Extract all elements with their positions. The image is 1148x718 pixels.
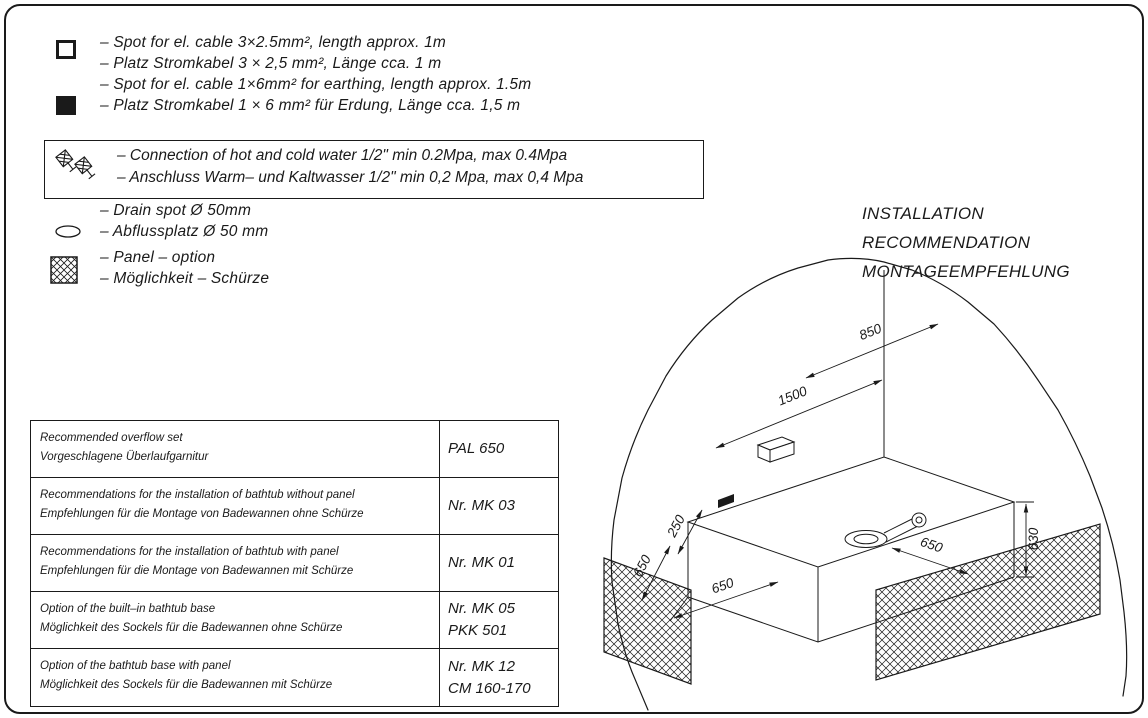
drain-spot-icon xyxy=(55,225,81,238)
dimension-label-650-bottom: 650 xyxy=(709,575,736,597)
panel-left-hatched xyxy=(603,557,692,685)
row-value: Nr. MK 12 xyxy=(448,657,515,675)
row-desc-de: Empfehlungen für die Montage von Badewan… xyxy=(40,565,354,577)
row-value: Nr. MK 01 xyxy=(448,554,515,571)
row-desc-en: Recommendations for the installation of … xyxy=(40,489,355,501)
room-sketch-outline xyxy=(610,257,1128,711)
row-value: Nr. MK 03 xyxy=(448,497,515,514)
legend-cable-black-de: – Platz Stromkabel 1 × 6 mm² für Erdung,… xyxy=(100,97,521,114)
dimension-label-250: 250 xyxy=(664,512,689,540)
row-desc-de: Möglichkeit des Sockels für die Badewann… xyxy=(40,679,333,691)
row-desc-de: Empfehlungen für die Montage von Badewan… xyxy=(40,508,364,520)
sheet-title: INSTALLATION RECOMMENDATION MONTAGEEMPFE… xyxy=(862,199,1142,286)
dimension-label-850: 850 xyxy=(857,320,884,343)
cable-spot-earthing-icon xyxy=(56,96,76,115)
row-desc-en: Recommended overflow set xyxy=(40,432,183,444)
spec-table: Recommended overflow set Vorgeschlagene … xyxy=(30,420,559,707)
installation-sheet: – Spot for el. cable 3×2.5mm², length ap… xyxy=(4,4,1144,714)
legend-cable-white-de: – Platz Stromkabel 3 × 2,5 mm², Länge cc… xyxy=(100,55,442,72)
table-row: Recommended overflow set Vorgeschlagene … xyxy=(31,421,558,478)
table-row: Option of the bathtub base with panel Mö… xyxy=(31,649,558,706)
table-row: Recommendations for the installation of … xyxy=(31,478,558,535)
water-spout-block xyxy=(756,436,796,463)
legend-cable-black-en: – Spot for el. cable 1×6mm² for earthing… xyxy=(100,76,532,93)
legend-panel-en: – Panel – option xyxy=(100,249,216,266)
row-value: Nr. MK 05 xyxy=(448,600,515,617)
water-connection-legend-box: – Connection of hot and cold water 1/2" … xyxy=(44,140,704,199)
earthing-spot-marker xyxy=(718,494,734,508)
panel-right-hatched xyxy=(875,523,1101,681)
row-value-2: CM 160-170 xyxy=(448,679,531,697)
legend-panel-de: – Möglichkeit – Schürze xyxy=(100,270,270,287)
legend-drain-de: – Abflussplatz Ø 50 mm xyxy=(100,223,269,240)
row-desc-de: Möglichkeit des Sockels für die Badewann… xyxy=(40,622,343,634)
dimension-label-1500: 1500 xyxy=(776,383,810,408)
dimension-label-650-right: 650 xyxy=(918,534,945,556)
row-desc-en: Option of the built–in bathtub base xyxy=(40,603,216,615)
legend-cable-white-en: – Spot for el. cable 3×2.5mm², length ap… xyxy=(100,34,447,51)
cable-spot-white-icon xyxy=(56,40,76,59)
sheet-title-en: INSTALLATION RECOMMENDATION xyxy=(862,204,1031,252)
legend-drain-en: – Drain spot Ø 50mm xyxy=(100,202,252,219)
dimension-lines xyxy=(641,323,1034,622)
legend-water-de: – Anschluss Warm– und Kaltwasser 1/2" mi… xyxy=(117,169,584,186)
panel-option-icon xyxy=(50,256,78,284)
row-desc-en: Recommendations for the installation of … xyxy=(40,546,339,558)
row-value: PAL 650 xyxy=(448,440,505,457)
row-desc-de: Vorgeschlagene Überlaufgarnitur xyxy=(40,451,209,463)
table-row: Recommendations for the installation of … xyxy=(31,535,558,592)
dimension-label-630: 630 xyxy=(1026,527,1041,550)
table-row: Option of the built–in bathtub base Mögl… xyxy=(31,592,558,649)
legend-water-en: – Connection of hot and cold water 1/2" … xyxy=(117,147,568,164)
water-valves-icon xyxy=(55,149,96,180)
row-desc-en: Option of the bathtub base with panel xyxy=(40,660,231,672)
sheet-title-de: MONTAGEEMPFEHLUNG xyxy=(862,262,1070,281)
installation-drawing: 1500 850 630 650 650 650 250 xyxy=(603,257,1128,711)
row-value-2: PKK 501 xyxy=(448,622,508,639)
drain-assembly xyxy=(844,512,927,548)
